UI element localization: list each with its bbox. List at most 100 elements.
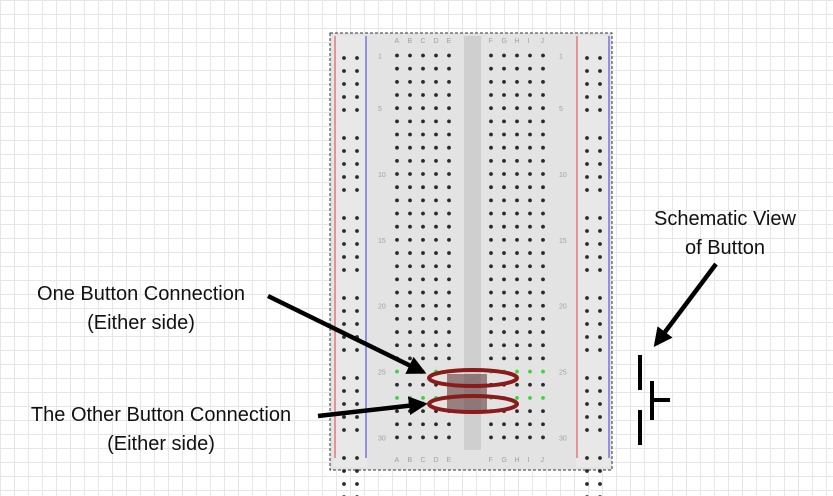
hole: [434, 93, 438, 97]
hole: [447, 343, 451, 348]
rail-hole: [355, 216, 359, 220]
hole: [395, 382, 399, 387]
hole: [541, 185, 545, 190]
column-letter: D: [434, 38, 439, 45]
rail-hole: [585, 136, 589, 140]
hole: [502, 119, 506, 124]
hole: [447, 317, 451, 321]
hole: [515, 132, 519, 137]
hole: [489, 356, 493, 361]
rail-hole: [598, 82, 602, 86]
column-letter: B: [408, 38, 413, 45]
row-number: 1: [559, 54, 563, 61]
hole: [434, 251, 438, 255]
hole: [447, 211, 451, 216]
hole: [528, 79, 532, 84]
hole: [408, 145, 412, 150]
hole: [502, 356, 506, 361]
hole: [434, 277, 438, 282]
row-number: 30: [378, 435, 386, 442]
rail-hole: [585, 242, 589, 246]
highlighted-hole: [408, 369, 412, 374]
hole: [528, 435, 532, 440]
hole: [395, 211, 399, 216]
hole: [528, 66, 532, 71]
hole: [515, 422, 519, 427]
hole: [489, 106, 493, 111]
hole: [541, 303, 545, 308]
rail-hole: [598, 69, 602, 73]
hole: [515, 106, 519, 111]
hole: [434, 264, 438, 269]
rail-hole: [355, 309, 359, 313]
hole: [395, 303, 399, 308]
hole: [434, 132, 438, 137]
hole: [502, 132, 506, 137]
hole: [421, 343, 425, 348]
hole: [408, 303, 412, 308]
hole: [434, 435, 438, 440]
hole: [395, 106, 399, 111]
rail-hole: [585, 469, 589, 473]
rail-hole: [598, 456, 602, 460]
rail-hole: [342, 348, 346, 352]
rail-hole: [598, 268, 602, 272]
row-number: 5: [378, 106, 382, 113]
row-number: 15: [559, 238, 567, 245]
rail-hole: [342, 309, 346, 313]
column-letter: G: [502, 38, 507, 45]
hole: [528, 119, 532, 124]
column-letter: C: [421, 38, 426, 45]
hole: [421, 251, 425, 255]
hole: [434, 119, 438, 124]
hole: [528, 185, 532, 190]
rail-hole: [355, 95, 359, 99]
hole: [447, 303, 451, 308]
hole: [421, 66, 425, 71]
hole: [502, 185, 506, 190]
hole: [541, 435, 545, 440]
hole: [502, 264, 506, 269]
hole: [421, 435, 425, 440]
rail-hole: [355, 108, 359, 112]
column-letter: J: [541, 38, 545, 45]
hole: [408, 132, 412, 137]
highlighted-hole: [515, 369, 519, 374]
hole: [489, 53, 493, 58]
rail-hole: [598, 335, 602, 339]
hole: [447, 224, 451, 229]
hole: [541, 409, 545, 413]
hole: [395, 79, 399, 84]
column-letter: C: [421, 457, 426, 464]
column-letter: I: [528, 457, 530, 464]
left-power-rail: [333, 36, 367, 467]
hole: [489, 330, 493, 334]
hole: [395, 435, 399, 440]
hole: [528, 264, 532, 269]
hole: [434, 343, 438, 348]
hole: [489, 198, 493, 203]
rail-hole: [342, 162, 346, 166]
rail-hole: [598, 56, 602, 60]
hole: [528, 53, 532, 58]
hole: [408, 79, 412, 84]
rail-hole: [598, 428, 602, 432]
connection-ellipse-bottom: [427, 394, 519, 414]
rail-hole: [342, 268, 346, 272]
hole: [434, 237, 438, 242]
hole: [528, 211, 532, 216]
hole: [502, 422, 506, 427]
connection-ellipse-top: [427, 368, 519, 388]
hole: [541, 264, 545, 269]
hole: [528, 303, 532, 308]
rail-hole: [585, 149, 589, 153]
hole: [541, 93, 545, 97]
hole: [515, 356, 519, 361]
rail-hole: [342, 296, 346, 300]
rail-hole: [342, 229, 346, 233]
hole: [502, 106, 506, 111]
rail-hole: [585, 69, 589, 73]
hole: [489, 237, 493, 242]
hole: [395, 251, 399, 255]
hole: [421, 409, 425, 413]
